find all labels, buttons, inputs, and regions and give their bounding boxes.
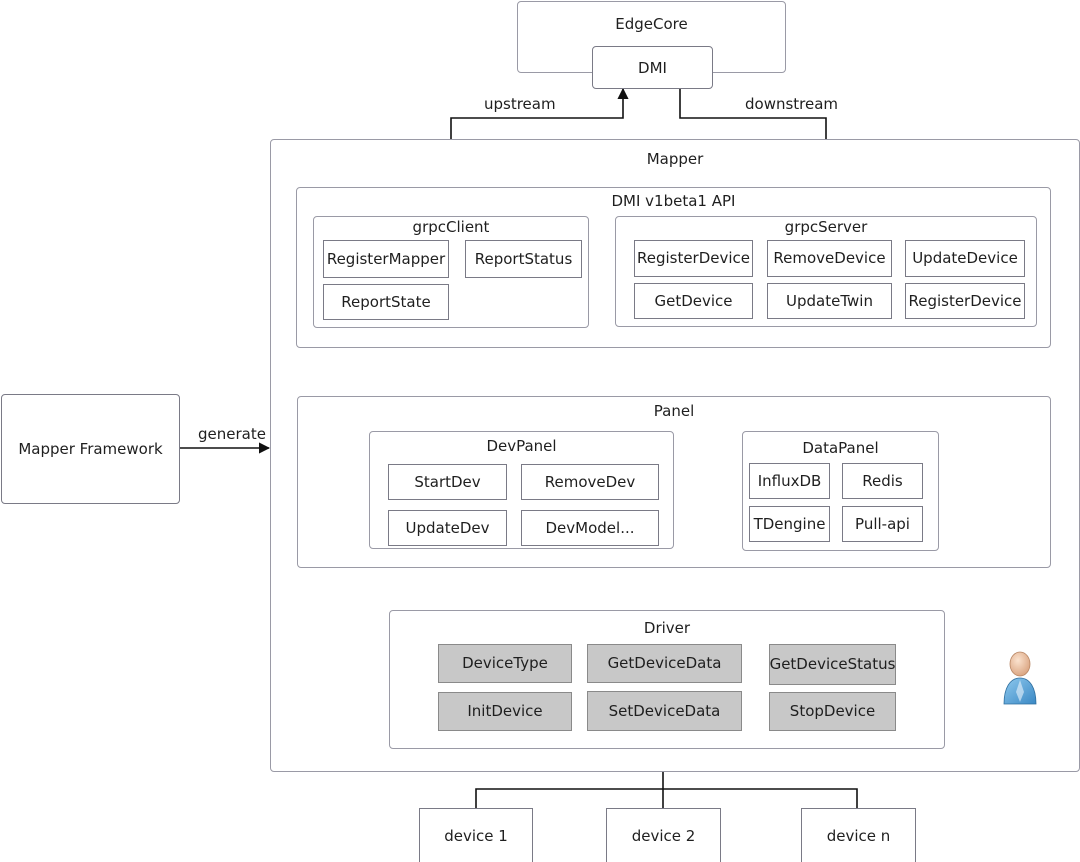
mapper-title: Mapper <box>646 150 704 168</box>
dev-panel-title: DevPanel <box>486 437 557 455</box>
upstream-label: upstream <box>484 95 556 113</box>
device-n-label: device n <box>826 827 891 845</box>
devices-connector <box>475 788 858 808</box>
downstream-label: downstream <box>745 95 839 113</box>
device-1-box: device 1 <box>419 808 533 862</box>
init-device-button: InitDevice <box>438 692 572 731</box>
mapper-framework-box: Mapper Framework <box>1 394 180 504</box>
register-mapper-button: RegisterMapper <box>323 240 449 278</box>
stop-device-button: StopDevice <box>769 692 896 731</box>
update-twin-button: UpdateTwin <box>767 283 892 319</box>
panel-title: Panel <box>653 402 695 420</box>
data-panel-title: DataPanel <box>802 439 879 457</box>
influxdb-button: InfluxDB <box>749 463 830 499</box>
tdengine-button: TDengine <box>749 506 830 542</box>
start-dev-button: StartDev <box>388 464 507 500</box>
grpc-server-title: grpcServer <box>784 218 868 236</box>
pull-api-button: Pull-api <box>842 506 923 542</box>
driver-title: Driver <box>643 619 691 637</box>
device-2-label: device 2 <box>631 827 696 845</box>
device-2-box: device 2 <box>606 808 721 862</box>
update-dev-button: UpdateDev <box>388 510 507 546</box>
mapper-framework-label: Mapper Framework <box>18 440 163 458</box>
generate-label: generate <box>198 425 266 443</box>
remove-dev-button: RemoveDev <box>521 464 659 500</box>
update-device-button: UpdateDevice <box>905 240 1025 277</box>
remove-device-button: RemoveDevice <box>767 240 892 277</box>
get-device-button: GetDevice <box>634 283 753 319</box>
grpc-client-title: grpcClient <box>412 218 490 236</box>
redis-button: Redis <box>842 463 923 499</box>
device-type-button: DeviceType <box>438 644 572 683</box>
get-device-status-button: GetDeviceStatus <box>769 644 896 685</box>
register-device-button: RegisterDevice <box>634 240 753 277</box>
report-state-button: ReportState <box>323 284 449 320</box>
dmi-box: DMI <box>592 46 713 89</box>
dmi-api-title: DMI v1beta1 API <box>611 192 736 210</box>
user-icon <box>1000 644 1040 708</box>
device-1-label: device 1 <box>444 827 508 845</box>
report-status-button: ReportStatus <box>465 240 582 278</box>
edgecore-title: EdgeCore <box>615 15 688 33</box>
set-device-data-button: SetDeviceData <box>587 691 742 731</box>
device-n-box: device n <box>801 808 916 862</box>
get-device-data-button: GetDeviceData <box>587 644 742 683</box>
devmodel-button: DevModel... <box>521 510 659 546</box>
dmi-label: DMI <box>638 58 667 77</box>
register-device-2-button: RegisterDevice <box>905 283 1025 319</box>
